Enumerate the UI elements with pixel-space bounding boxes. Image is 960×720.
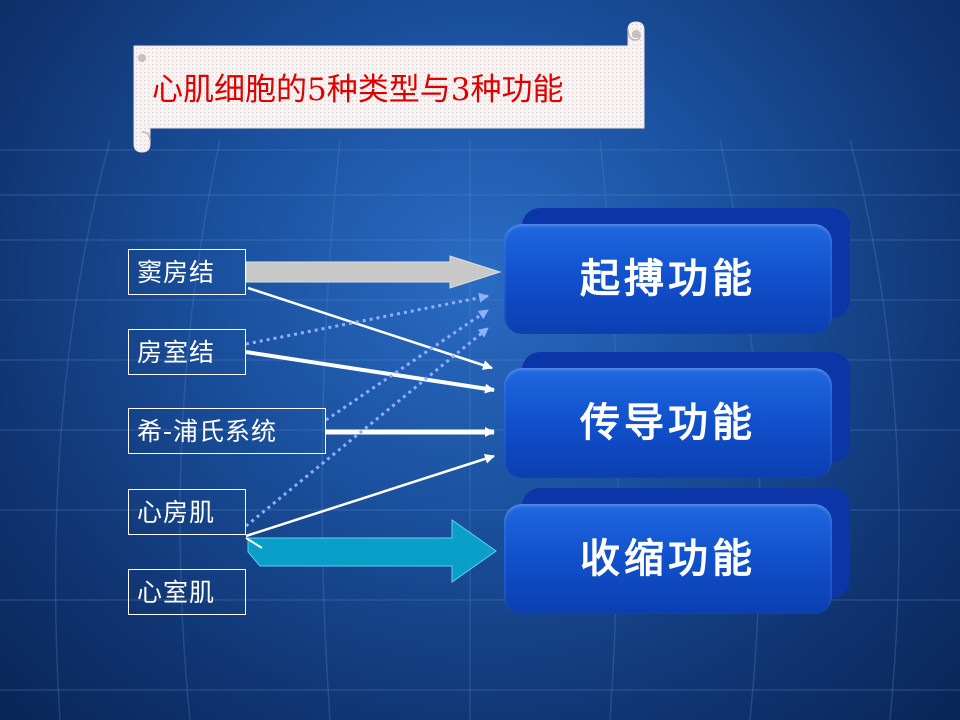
arrow-av-to-conduction xyxy=(245,350,495,394)
arrow-sa-to-conduction xyxy=(247,286,493,370)
block-arrow-sa-to-pacemaker xyxy=(245,255,502,289)
source-label: 希-浦氏系统 xyxy=(137,417,278,446)
source-label: 窦房结 xyxy=(137,258,216,287)
block-arrow-muscle-to-contraction xyxy=(247,519,497,583)
source-box-av-node: 房室结 xyxy=(128,329,246,375)
source-label: 心室肌 xyxy=(137,578,216,607)
source-box-ventricular: 心室肌 xyxy=(128,569,246,615)
source-label: 心房肌 xyxy=(137,498,216,527)
function-box-contraction: 收缩功能 xyxy=(504,488,850,614)
page-title: 心肌细胞的5种类型与3种功能 xyxy=(152,72,564,108)
arrow-atrial-to-pacemaker xyxy=(245,326,489,528)
function-box-conduction: 传导功能 xyxy=(504,352,850,478)
function-label: 起搏功能 xyxy=(580,256,756,302)
arrow-atrial-to-conduction xyxy=(245,454,495,538)
source-label: 房室结 xyxy=(137,338,216,367)
function-label: 收缩功能 xyxy=(580,536,756,582)
source-box-purkinje: 希-浦氏系统 xyxy=(128,408,326,454)
title-scroll xyxy=(133,21,645,153)
function-box-pacemaker: 起搏功能 xyxy=(504,208,850,334)
source-box-atrial: 心房肌 xyxy=(128,489,246,535)
arrow-av-to-pacemaker xyxy=(245,292,489,346)
function-label: 传导功能 xyxy=(580,400,756,446)
arrow-purkinje-to-pacemaker xyxy=(325,308,489,422)
source-box-sa-node: 窦房结 xyxy=(128,249,246,295)
